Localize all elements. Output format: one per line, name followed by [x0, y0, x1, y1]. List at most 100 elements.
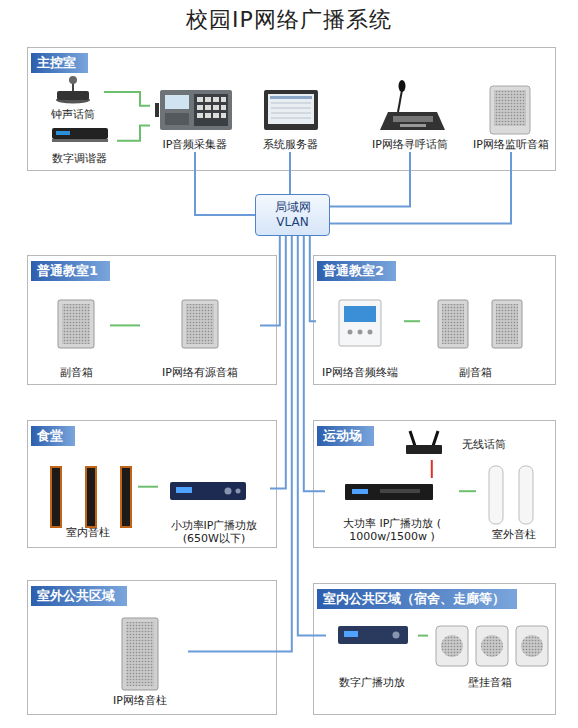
- device-label: 室内音柱: [38, 526, 138, 539]
- bell-microphone-icon: [56, 76, 90, 104]
- column-face: [122, 468, 130, 526]
- room-section: 普通教室1副音箱IP网络有源音箱: [27, 255, 277, 385]
- device-node: IP网络音频终端: [316, 296, 404, 380]
- receiver-body: [406, 445, 442, 454]
- sub-speaker-icon: [58, 300, 94, 348]
- terminal-screen: [344, 306, 376, 322]
- column-face: [52, 468, 60, 526]
- screen-row: [271, 108, 311, 109]
- device-node: IP网络有源音箱: [140, 296, 260, 380]
- room-section: 室内公共区域（宿舍、走廊等）数字广播功放壁挂音箱: [313, 583, 556, 715]
- collector-port: [155, 103, 159, 117]
- device-label: 副音箱: [420, 366, 530, 379]
- ip-column-icon: [122, 618, 158, 690]
- digital-amplifier-icon: [338, 626, 408, 644]
- collector-screen: [165, 95, 189, 109]
- amp-display: [344, 631, 358, 637]
- key: [221, 97, 226, 102]
- key: [213, 113, 219, 118]
- wireless-mic-icon: [406, 431, 442, 454]
- device-node: IP网络音柱: [92, 614, 188, 708]
- connector: [310, 236, 316, 321]
- wall-speaker-body: [436, 626, 468, 666]
- system-server-icon: [264, 90, 318, 130]
- device-node: 数字广播功放: [326, 622, 418, 690]
- indoor-column-icon: [50, 466, 132, 528]
- device-node: 室内音柱: [38, 458, 138, 540]
- amp-display: [352, 489, 368, 494]
- device-label: 数字广播功放: [326, 676, 418, 689]
- sub-speaker-icon: [438, 300, 468, 348]
- key: [197, 97, 203, 102]
- column-face: [87, 468, 95, 526]
- amp-knob: [225, 488, 232, 495]
- server-body: [264, 90, 318, 130]
- device-node: IP音频采集器: [150, 86, 240, 152]
- tuner-display: [56, 131, 70, 135]
- outdoor-column-icon: [489, 466, 533, 524]
- column-frame: [85, 466, 97, 528]
- terminal-body: [339, 300, 381, 346]
- section-title: 运动场: [317, 426, 374, 446]
- device-label: 副音箱: [42, 366, 110, 379]
- speaker-cabinet: [492, 300, 522, 348]
- device-label: 钟声话筒: [42, 108, 104, 121]
- section-title: 室内公共区域（宿舍、走廊等）: [317, 589, 517, 609]
- key: [205, 97, 211, 102]
- connector: [188, 236, 292, 652]
- wall-speaker-grille: [521, 635, 543, 657]
- server-screen: [268, 94, 314, 124]
- connector: [404, 320, 420, 322]
- connector: [298, 236, 326, 636]
- device-label: 系统服务器: [252, 138, 328, 151]
- wall-speaker-body: [516, 626, 548, 666]
- device-node: 小功率IP广播功放 (650W以下): [158, 474, 270, 546]
- room-section: 主控室钟声话筒数字调谐器IP音频采集器系统服务器IP网络寻呼话筒IP网络监听音箱: [27, 47, 556, 171]
- console-body: [380, 112, 445, 130]
- key: [197, 105, 203, 110]
- terminal-button: [348, 330, 353, 335]
- handheld-mic: [410, 431, 415, 446]
- connector: [117, 126, 150, 141]
- amp-display: [176, 487, 192, 493]
- mic-neck: [72, 82, 74, 91]
- screen-row: [271, 118, 311, 119]
- amp-body: [170, 482, 246, 500]
- wall-speaker-icon: [436, 626, 548, 666]
- connector: [195, 152, 255, 215]
- key: [205, 105, 211, 110]
- speaker-grille: [496, 304, 518, 344]
- device-node: 钟声话筒: [42, 76, 104, 122]
- key: [197, 113, 203, 118]
- mic-base: [57, 91, 89, 100]
- active-speaker-icon: [182, 300, 218, 348]
- device-label: IP网络音频终端: [316, 366, 404, 379]
- paging-microphone-icon: [380, 80, 445, 130]
- device-label: 无线话筒: [462, 438, 506, 451]
- console-strip: [400, 124, 426, 127]
- device-node: 大功率 IP广播功放 ( 1000w/1500w ): [325, 478, 459, 544]
- device-label: 小功率IP广播功放 (650W以下): [158, 519, 270, 545]
- device-label: 室外音柱: [476, 528, 552, 541]
- connector: [330, 152, 511, 223]
- room-section: 运动场无线话筒大功率 IP广播功放 ( 1000w/1500w ) 室外音柱: [313, 420, 556, 548]
- network-label: 局域网 VLAN: [266, 200, 320, 230]
- collector-panel: [165, 113, 189, 125]
- section-title: 食堂: [31, 426, 75, 446]
- mic-base-shadow: [56, 97, 90, 104]
- room-section: 普通教室2IP网络音频终端 副音箱: [313, 255, 556, 385]
- device-node: 无线话筒: [400, 428, 506, 460]
- monitor-speaker-icon: [490, 86, 530, 134]
- section-title: 普通教室2: [317, 261, 396, 281]
- column-frame: [50, 466, 62, 528]
- connector: [330, 152, 410, 207]
- device-node: 数字调谐器: [42, 124, 117, 166]
- speaker-grille: [494, 90, 526, 126]
- connector: [138, 486, 158, 488]
- sub-speaker-icon: [492, 300, 522, 348]
- collector-keypad: [194, 94, 228, 126]
- wall-speaker-grille: [481, 635, 503, 657]
- collector-body: [160, 90, 232, 130]
- section-title: 主控室: [31, 53, 88, 73]
